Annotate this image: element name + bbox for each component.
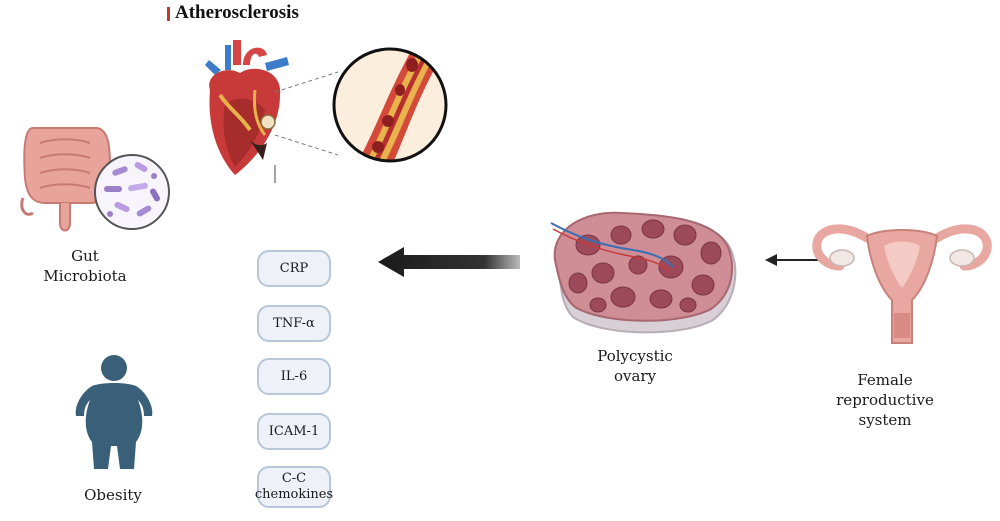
ovary-icon xyxy=(550,211,737,334)
marker-crp: CRP xyxy=(257,250,331,287)
title-accent-bar xyxy=(167,7,170,21)
arrow-icon xyxy=(378,247,520,277)
person-icon xyxy=(75,355,153,469)
heart-icon xyxy=(205,40,289,183)
diagram-title: Atherosclerosis xyxy=(175,2,299,23)
intestine-icon xyxy=(20,127,112,232)
marker-il-6: IL-6 xyxy=(257,358,331,395)
female-reproductive-system-label: Female reproductive system xyxy=(836,371,934,429)
obesity-label: Obesity xyxy=(84,486,142,504)
marker-tnf-alpha: TNF-α xyxy=(257,305,331,342)
bacteria-icon xyxy=(94,154,170,230)
marker-icam-1: ICAM-1 xyxy=(257,413,331,450)
uterus-icon xyxy=(812,224,992,344)
gut-microbiota-label: Gut Microbiota xyxy=(43,247,127,285)
artery-plaque-icon xyxy=(332,47,448,163)
polycystic-ovary-label: Polycystic ovary xyxy=(597,347,673,385)
marker-cc-chemokines: C-C chemokines xyxy=(255,466,333,508)
